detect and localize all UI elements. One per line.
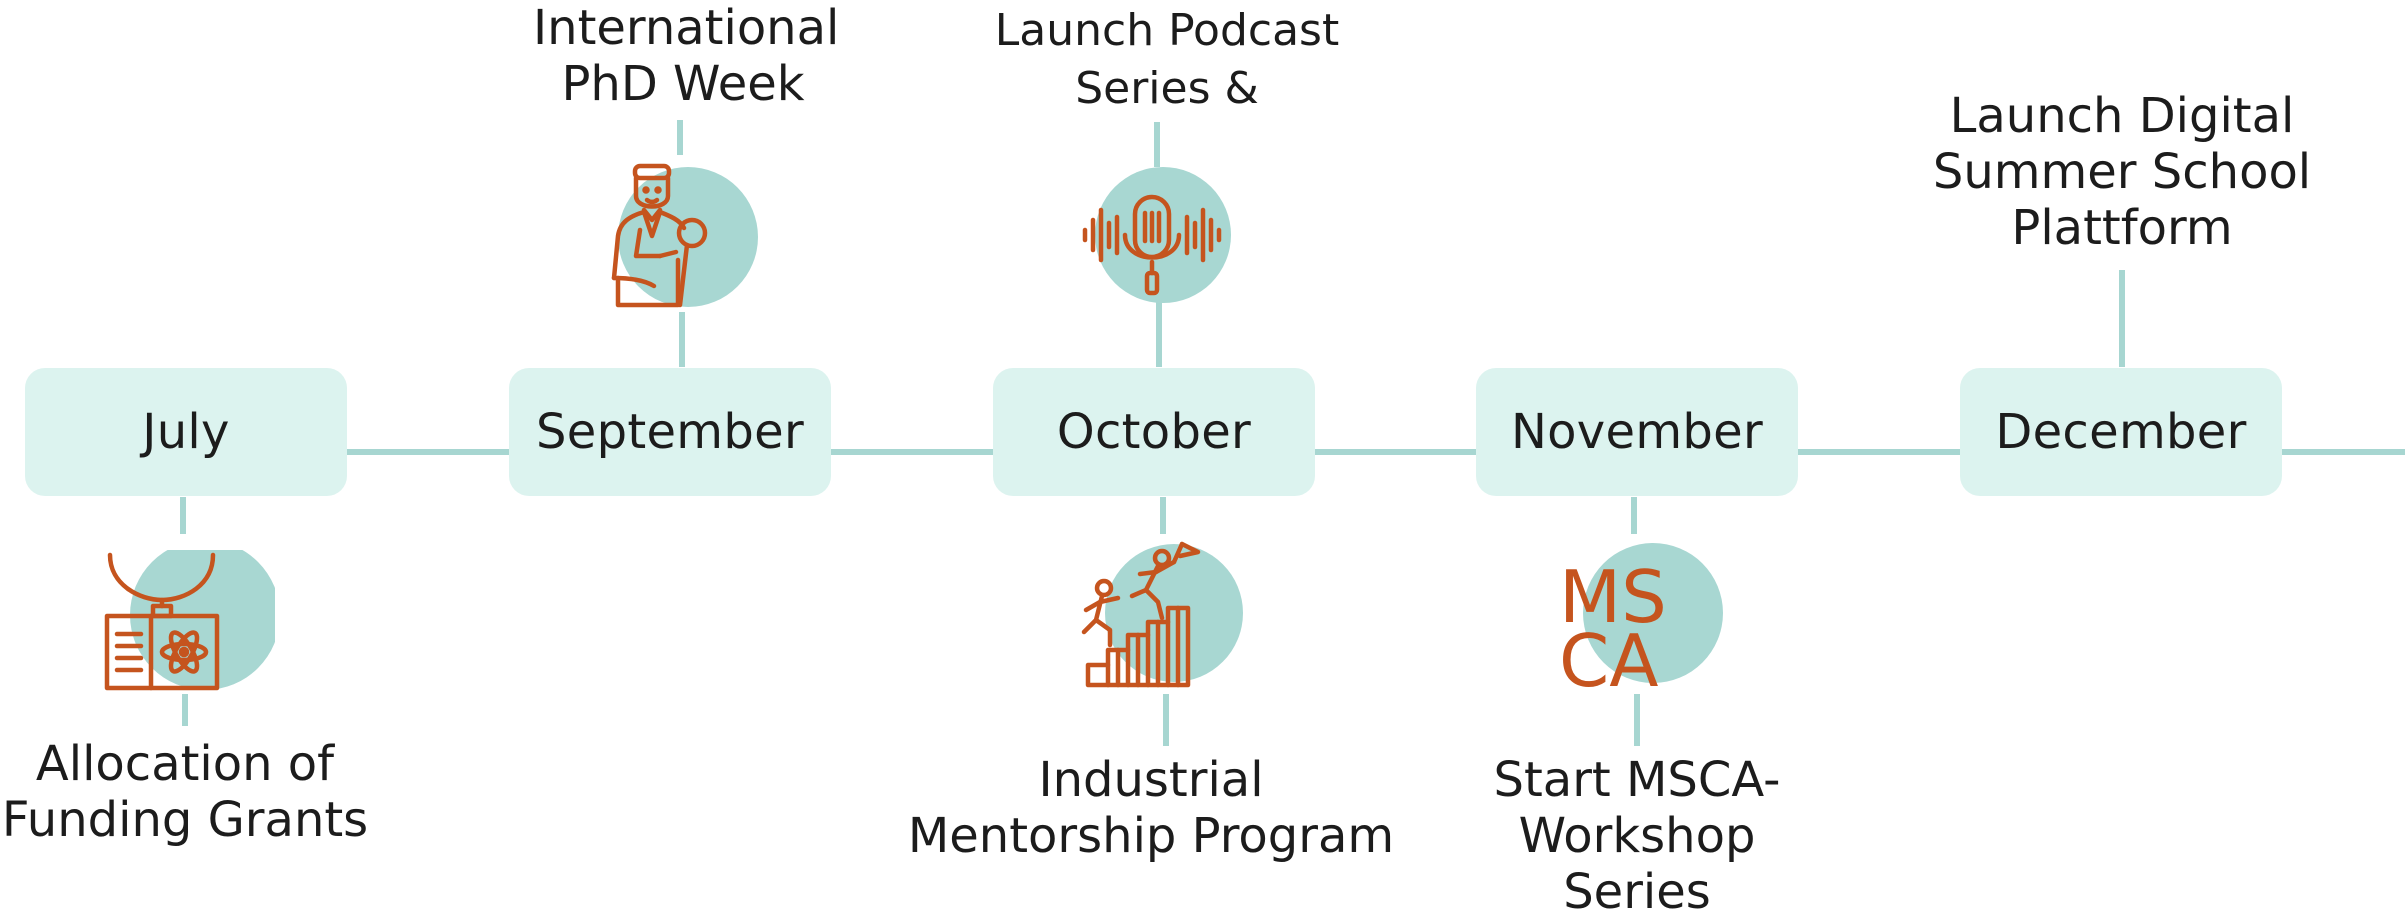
event-label-line: Allocation of xyxy=(35,736,335,792)
event-label-line: Plattform xyxy=(2011,200,2233,256)
scientist-with-magnifier-icon xyxy=(611,163,758,308)
event-label-line: Launch Digital xyxy=(1949,88,2295,144)
event-label-line: Industrial xyxy=(1038,752,1264,808)
event-label-october-top: Launch Podcast Series & xyxy=(987,2,1347,118)
podcast-microphone-icon xyxy=(1082,167,1231,303)
event-label-november: Start MSCA- Workshop Series xyxy=(1467,752,1807,920)
event-label-line: Summer School xyxy=(1932,144,2312,200)
event-label-october-bottom: Industrial Mentorship Program xyxy=(906,752,1396,864)
event-label-line: Mentorship Program xyxy=(907,808,1395,864)
event-label-line: Series xyxy=(1563,864,1711,920)
event-label-line: PhD Week xyxy=(561,56,805,112)
mentorship-climbing-steps-icon xyxy=(1081,541,1243,688)
month-box-october: October xyxy=(993,368,1315,496)
event-label-july: Allocation of Funding Grants xyxy=(0,736,370,848)
month-box-november: November xyxy=(1476,368,1798,496)
msca-logo-icon: MS CA xyxy=(1559,543,1723,690)
research-id-card-icon xyxy=(104,550,275,691)
event-label-december: Launch Digital Summer School Plattform xyxy=(1932,88,2312,256)
msca-logo-text-line: CA xyxy=(1559,619,1659,690)
event-label-line: Series & xyxy=(1075,63,1259,114)
event-label-september: International PhD Week xyxy=(533,0,840,112)
month-box-july: July xyxy=(25,368,347,496)
event-label-line: Funding Grants xyxy=(1,792,369,848)
month-box-december: December xyxy=(1960,368,2282,496)
month-box-september: September xyxy=(509,368,831,496)
event-label-line: Launch Podcast xyxy=(994,5,1340,56)
event-label-line: Start MSCA- xyxy=(1493,752,1781,808)
event-label-line: Workshop xyxy=(1518,808,1756,864)
event-label-line: International xyxy=(533,0,840,56)
msca-logo-text-line: MS xyxy=(1559,555,1667,639)
